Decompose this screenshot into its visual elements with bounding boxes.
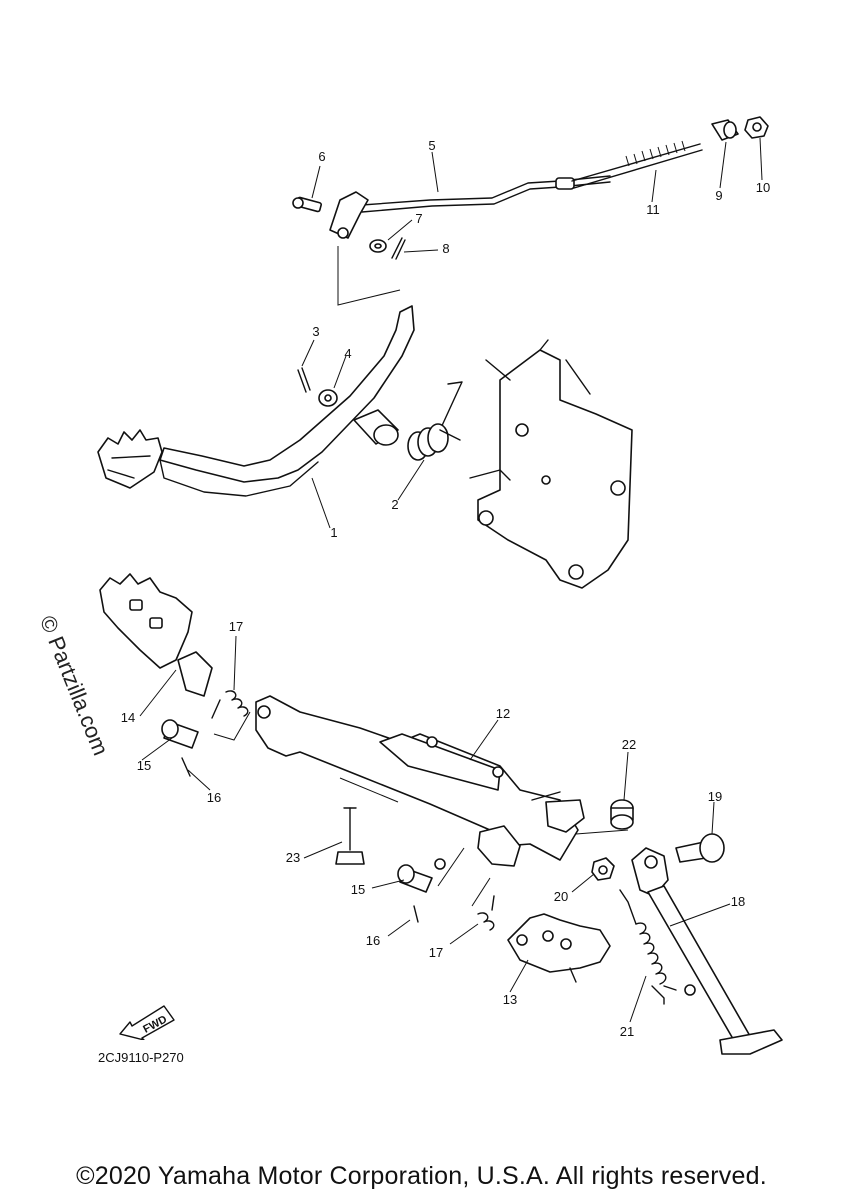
callout-18[interactable]: 18 (730, 894, 746, 909)
footrest-pin-right[interactable] (397, 864, 433, 893)
callout-2[interactable]: 2 (391, 497, 399, 512)
callout-4[interactable]: 4 (344, 346, 352, 361)
threaded-rod-end[interactable] (571, 140, 703, 189)
callout-15-lower[interactable]: 15 (350, 882, 366, 897)
callout-16-upper[interactable]: 16 (206, 790, 222, 805)
reference-line (213, 711, 251, 741)
brake-pedal[interactable] (97, 305, 415, 497)
callout-10[interactable]: 10 (755, 180, 771, 195)
pedal-cotter-pin[interactable] (297, 367, 311, 393)
return-spring[interactable] (407, 381, 463, 461)
cotter-pin[interactable] (391, 237, 406, 260)
footrest-spring-right[interactable] (477, 895, 495, 931)
callout-23[interactable]: 23 (285, 850, 301, 865)
callout-20[interactable]: 20 (553, 889, 569, 904)
forward-arrow-icon: FWD (119, 1005, 175, 1040)
callout-21[interactable]: 21 (619, 1024, 635, 1039)
callout-6[interactable]: 6 (318, 149, 326, 164)
stand-collar[interactable] (610, 799, 634, 830)
reference-line (437, 847, 465, 887)
reference-line (337, 246, 401, 306)
pedal-washer[interactable] (318, 389, 338, 407)
sidestand-bolt[interactable] (675, 833, 725, 863)
callout-5[interactable]: 5 (428, 138, 436, 153)
callout-12[interactable]: 12 (495, 706, 511, 721)
callout-17-lower[interactable]: 17 (428, 945, 444, 960)
plain-washer[interactable] (369, 239, 387, 253)
pivot-collar[interactable] (353, 409, 399, 446)
sidestand-spring[interactable] (619, 889, 667, 1005)
bracket-bolt[interactable] (335, 807, 365, 865)
callout-14[interactable]: 14 (120, 710, 136, 725)
reference-line (339, 777, 399, 803)
cotter-pin-left[interactable] (181, 757, 191, 777)
callout-1[interactable]: 1 (330, 525, 338, 540)
callout-9[interactable]: 9 (715, 188, 723, 203)
left-footrest[interactable] (99, 573, 213, 697)
adjusting-nut[interactable] (744, 116, 769, 139)
clevis-bolt[interactable] (292, 196, 322, 213)
leader-lines (139, 137, 763, 1023)
rod-clevis[interactable] (329, 191, 369, 239)
fwd-label: FWD (141, 1013, 169, 1035)
sidestand[interactable] (631, 847, 783, 1055)
callout-16-lower[interactable]: 16 (365, 933, 381, 948)
callout-15-upper[interactable]: 15 (136, 758, 152, 773)
callout-7[interactable]: 7 (415, 211, 423, 226)
right-footrest[interactable] (507, 913, 611, 983)
callout-19[interactable]: 19 (707, 789, 723, 804)
footrest-bracket[interactable] (255, 695, 585, 870)
cotter-pin-right[interactable] (413, 905, 419, 923)
sidestand-nut[interactable] (591, 857, 615, 881)
reference-line (471, 877, 491, 907)
callout-22[interactable]: 22 (621, 737, 637, 752)
footrest-spring-left[interactable] (211, 690, 249, 719)
callout-17-upper[interactable]: 17 (228, 619, 244, 634)
joint-pin[interactable] (711, 119, 739, 141)
callout-13[interactable]: 13 (502, 992, 518, 1007)
callout-8[interactable]: 8 (442, 241, 450, 256)
copyright-footer: ©2020 Yamaha Motor Corporation, U.S.A. A… (76, 1162, 767, 1190)
footrest-pin-left[interactable] (161, 719, 199, 749)
callout-3[interactable]: 3 (312, 324, 320, 339)
callout-11[interactable]: 11 (646, 202, 660, 217)
drawing-code: 2CJ9110-P270 (98, 1050, 184, 1065)
frame-bracket (469, 339, 633, 589)
brake-rod[interactable] (361, 175, 611, 213)
